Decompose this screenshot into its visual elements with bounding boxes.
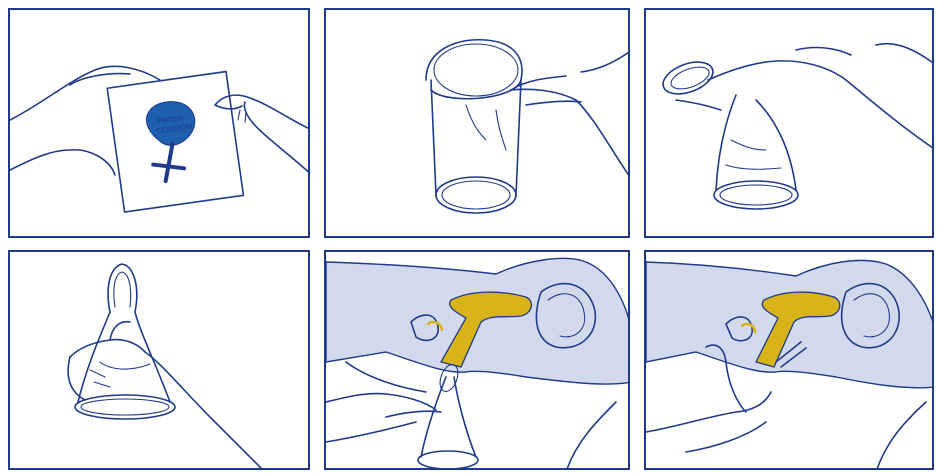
panel-step-3	[644, 8, 934, 238]
step-5-illustration	[326, 252, 630, 470]
step-2-illustration	[326, 10, 630, 238]
hand-icon	[766, 61, 934, 150]
right-hand-icon	[215, 95, 310, 130]
step-3-illustration	[646, 10, 934, 238]
condom-package-icon: Female CONDOM	[107, 72, 243, 212]
step-1-illustration: Female CONDOM	[10, 10, 310, 238]
step-4-illustration	[10, 252, 310, 470]
hand-icon	[326, 394, 436, 410]
pinched-condom-icon	[75, 264, 175, 419]
step-6-illustration	[646, 252, 934, 470]
panel-step-4	[8, 250, 310, 470]
panel-step-2	[324, 8, 630, 238]
hand-icon	[70, 340, 145, 357]
panel-step-1: Female CONDOM	[8, 8, 310, 238]
squeezed-condom-icon	[659, 56, 798, 209]
hand-icon	[511, 89, 630, 180]
panel-step-6	[644, 250, 934, 470]
left-hand-icon	[10, 66, 160, 120]
panel-step-5	[324, 250, 630, 470]
female-condom-icon	[426, 40, 522, 213]
inserted-condom-icon	[418, 362, 478, 469]
